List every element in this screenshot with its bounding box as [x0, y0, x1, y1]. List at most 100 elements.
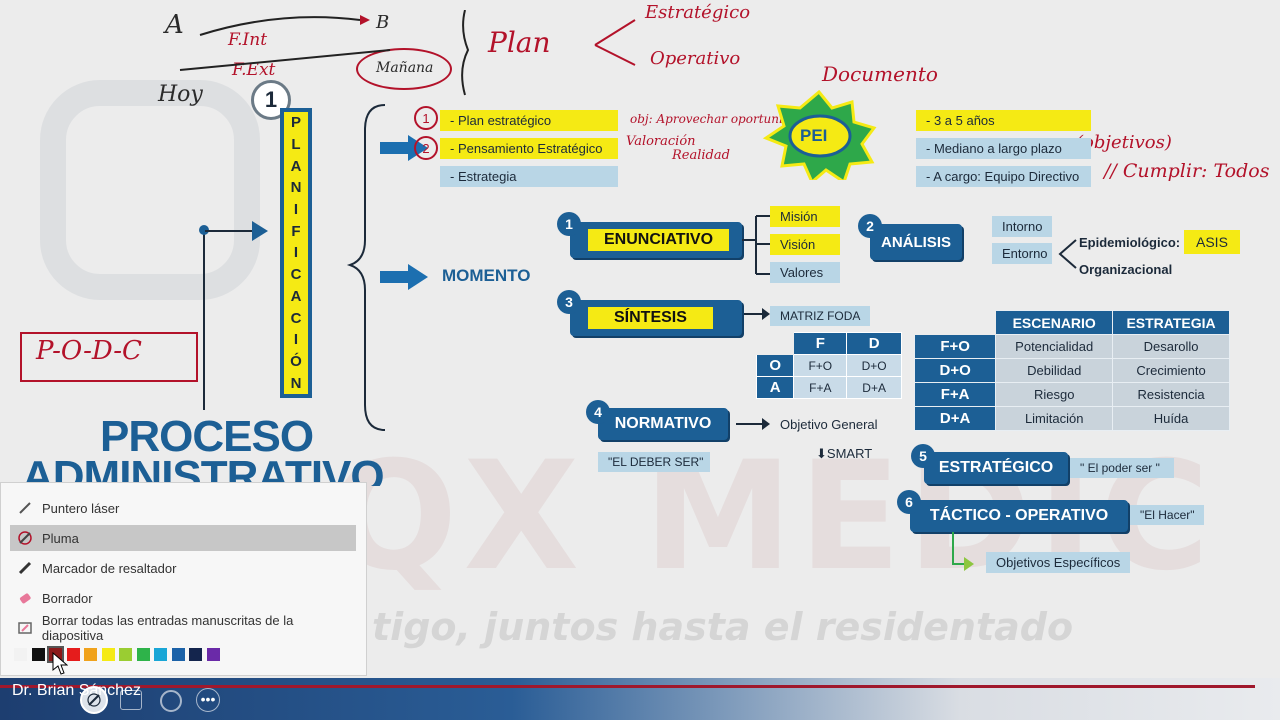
zoom-button[interactable] [160, 690, 182, 712]
foda-row-a: A [755, 376, 795, 399]
sintesis-num: 3 [557, 290, 581, 314]
escenario-row-head: F+O [913, 334, 997, 359]
escenario-cell: Riesgo [995, 382, 1114, 407]
menu-item-highlighter[interactable]: Marcador de resaltador [10, 555, 356, 581]
planificacion-letter: Ó [290, 352, 302, 370]
hand-manana: Mañana [356, 48, 452, 90]
escenario-row-head: D+A [913, 406, 997, 431]
smart-label: ⬇SMART [816, 446, 873, 461]
planificacion-letter: I [293, 201, 299, 219]
curly-brace [346, 104, 386, 431]
entorno-item: Entorno [992, 243, 1052, 264]
org-label: Organizacional [1079, 262, 1173, 277]
foda-row-o: O [755, 354, 795, 377]
color-swatch[interactable] [136, 648, 150, 661]
tactico-label: TÁCTICO - OPERATIVO [929, 507, 1109, 524]
slide-footer-line [0, 685, 1255, 688]
escenario-cell: Debilidad [995, 358, 1114, 383]
asis-badge: ASIS [1184, 230, 1240, 254]
hand-arrows [179, 10, 470, 96]
erase-all-icon [16, 619, 34, 637]
enunciativo-num: 1 [557, 212, 581, 236]
color-swatch[interactable] [66, 648, 80, 661]
deber-ser: "EL DEBER SER" [598, 452, 710, 472]
vision-item: Visión [770, 234, 840, 255]
estrategia-header: ESTRATEGIA [1112, 310, 1230, 335]
eraser-icon [16, 589, 34, 607]
planificacion-letter: I [293, 244, 299, 262]
hand-a: A [165, 10, 184, 40]
planificacion-letter: N [290, 374, 302, 392]
normativo-box: NORMATIVO [598, 408, 728, 440]
planificacion-letter: A [290, 157, 302, 175]
menu-item-laser[interactable]: Puntero láser [10, 495, 356, 521]
matriz-foda: MATRIZ FODA [770, 306, 870, 326]
logo-watermark [40, 80, 260, 300]
hand-plan: Plan [488, 26, 551, 59]
menu-item-label: Borrador [42, 590, 93, 606]
normativo-label: NORMATIVO [614, 415, 712, 432]
slides-button[interactable] [120, 690, 142, 710]
hand-podc: P-O-D-C [20, 332, 198, 382]
hand-plan-arrows [594, 19, 636, 66]
estrategia-cell: Crecimiento [1112, 358, 1230, 383]
menu-item-label: Borrar todas las entradas manuscritas de… [41, 613, 294, 643]
escenario-row-head: D+O [913, 358, 997, 383]
menu-item-label: Pluma [42, 530, 79, 546]
pen-icon [16, 529, 34, 547]
planificacion-letter: C [290, 266, 302, 284]
epi-label: Epidemiológico: [1079, 235, 1181, 250]
laser-pointer-icon [16, 499, 34, 517]
more-options-button[interactable]: ••• [196, 688, 220, 712]
color-swatch[interactable] [101, 648, 115, 661]
pen-tool-button[interactable] [80, 686, 108, 714]
foda-cell: F+A [793, 376, 848, 399]
color-swatch[interactable] [189, 648, 202, 661]
color-swatch[interactable] [206, 648, 220, 661]
plan-item-3: - Estrategia [440, 166, 618, 187]
analisis-num: 2 [858, 214, 882, 238]
foda-cell: F+O [793, 354, 848, 377]
color-swatch[interactable] [171, 648, 185, 661]
tactico-num: 6 [897, 490, 921, 514]
pei-item-1: - 3 a 5 años [916, 110, 1091, 131]
momento-arrow [408, 264, 428, 290]
sintesis-label: SÍNTESIS [588, 307, 713, 329]
menu-item-erase-all[interactable]: Borrar todas las entradas manuscritas de… [10, 613, 356, 643]
pen-options-menu [0, 482, 367, 676]
plan-item-2: - Pensamiento Estratégico [440, 138, 618, 159]
hand-note3: Realidad [672, 148, 730, 163]
foda-col-f: F [793, 332, 848, 355]
menu-item-label: Marcador de resaltador [42, 560, 177, 576]
color-swatch[interactable] [84, 648, 97, 661]
smart-text: SMART [826, 446, 873, 461]
hand-cumplir: // Cumplir: Todos [1104, 160, 1270, 182]
pei-label: PEI [800, 126, 828, 145]
normativo-num: 4 [586, 400, 610, 424]
intorno-item: Intorno [992, 216, 1052, 237]
color-swatch[interactable] [14, 648, 27, 661]
menu-item-eraser[interactable]: Borrador [10, 585, 356, 611]
momento-label: MOMENTO [442, 266, 531, 285]
analisis-label: ANÁLISIS [880, 233, 951, 251]
pei-item-3: - A cargo: Equipo Directivo [916, 166, 1091, 187]
hand-documento: Documento [822, 62, 938, 86]
estrategico-box: ESTRATÉGICO [924, 452, 1068, 484]
hand-b: B [376, 12, 390, 33]
sintesis-box: SÍNTESIS [570, 300, 742, 336]
tactico-box: TÁCTICO - OPERATIVO [910, 500, 1128, 532]
foda-cell: D+A [846, 376, 902, 399]
planificacion-letter: A [290, 287, 302, 305]
color-swatch[interactable] [154, 648, 167, 661]
escenario-cell: Limitación [995, 406, 1114, 431]
enunciativo-box: ENUNCIATIVO [570, 222, 742, 258]
color-swatch[interactable] [31, 648, 45, 661]
menu-item-pen[interactable]: Pluma [10, 525, 356, 551]
color-swatch[interactable] [119, 648, 132, 661]
title-line2: ADMINISTRATIVO [22, 452, 384, 486]
estrategico-label: ESTRATÉGICO [938, 459, 1054, 476]
hand-fint: F.Int [228, 30, 268, 50]
connector-dot [199, 225, 209, 235]
foda-cell: D+O [846, 354, 902, 377]
